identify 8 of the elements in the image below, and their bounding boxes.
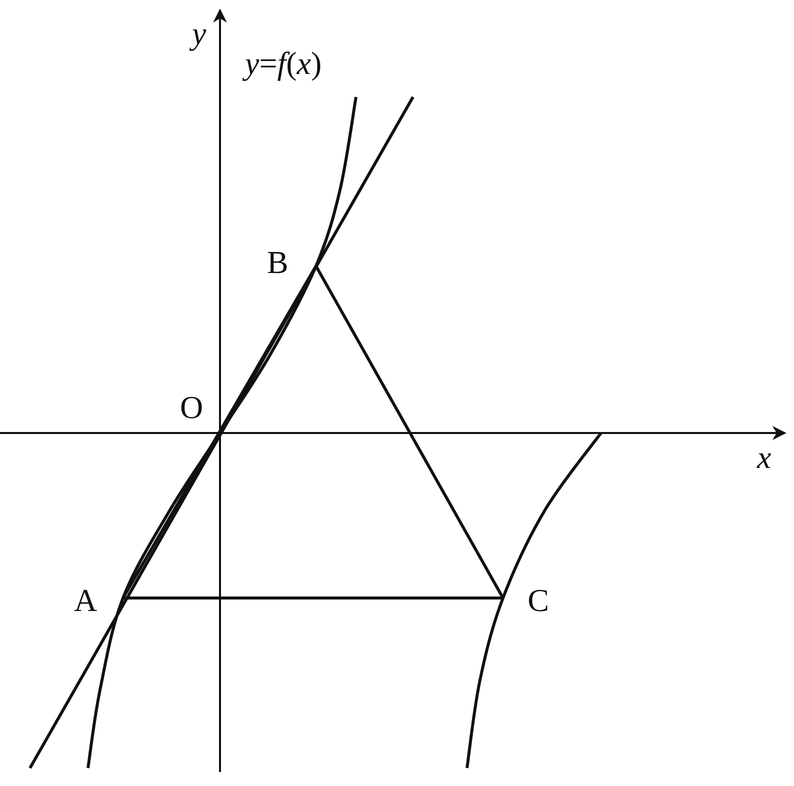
axis-label: x [757, 440, 772, 474]
triangle-side [122, 265, 318, 599]
vertex-label: B [267, 245, 316, 279]
origin-label: O [180, 390, 204, 424]
triangle-side [314, 265, 504, 599]
vertex-label: A [74, 583, 123, 617]
vertex-label: C [503, 583, 549, 617]
triangle-side [123, 596, 503, 600]
